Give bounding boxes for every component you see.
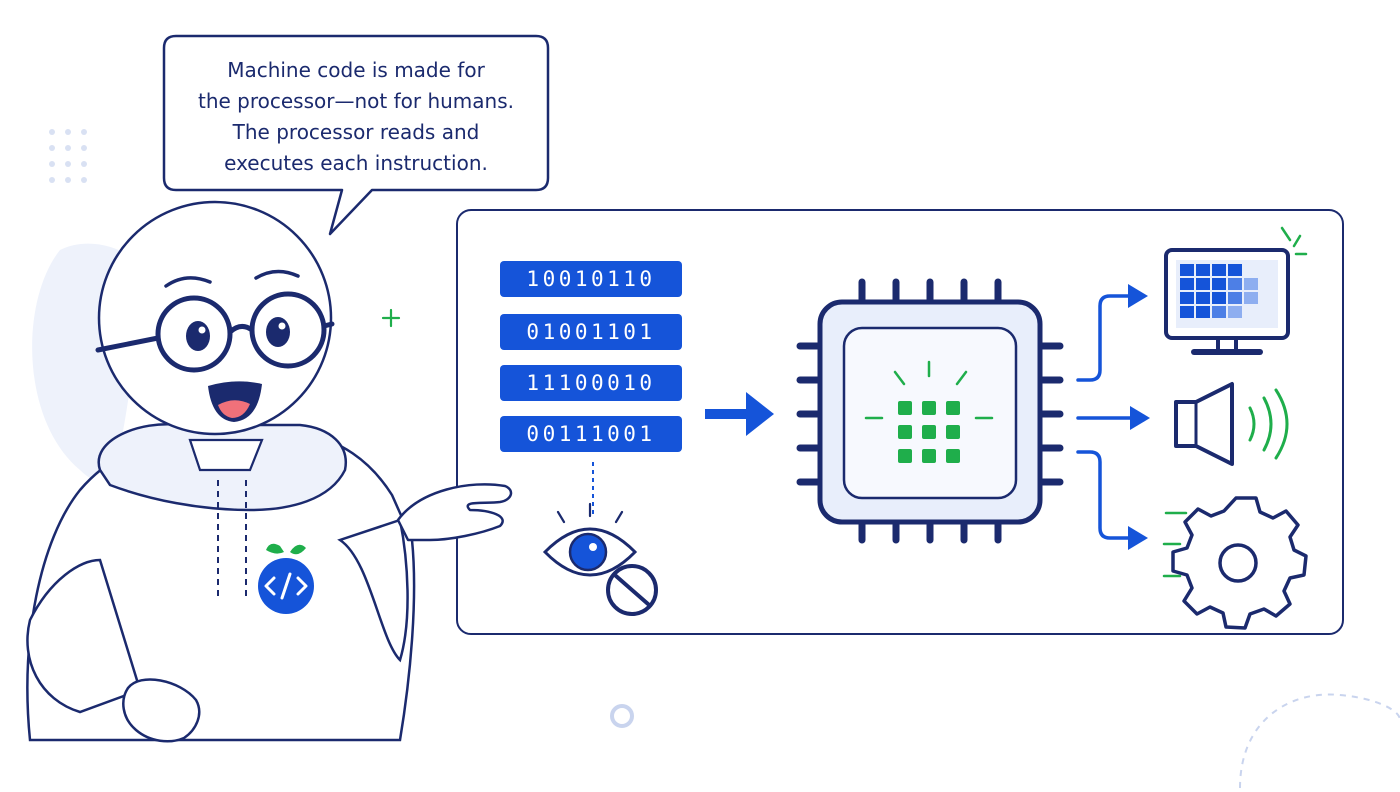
- speech-line: the processor—not for humans.: [197, 89, 514, 113]
- speaker-icon: [1174, 382, 1289, 466]
- speech-bubble: [162, 34, 550, 236]
- speech-line: executes each instruction.: [224, 151, 488, 175]
- output-arrows: [1076, 294, 1132, 540]
- machine-code-line: 00111001: [500, 416, 682, 452]
- prohibited-icon: [606, 564, 658, 616]
- monitor-icon: [1164, 226, 1308, 355]
- speech-bubble-text: Machine code is made for the processor—n…: [164, 36, 548, 179]
- eye-icon: [542, 502, 638, 577]
- machine-code-line: 10010110: [500, 261, 682, 297]
- cpu-chip-icon: [796, 278, 1064, 544]
- machine-code-line: 11100010: [500, 365, 682, 401]
- machine-code-line: 01001101: [500, 314, 682, 350]
- speech-line: The processor reads and: [232, 120, 480, 144]
- code-to-processor-arrow: [705, 392, 774, 436]
- developer-character-icon: [26, 200, 513, 743]
- speech-line: Machine code is made for: [227, 58, 485, 82]
- gear-icon: [1162, 496, 1308, 630]
